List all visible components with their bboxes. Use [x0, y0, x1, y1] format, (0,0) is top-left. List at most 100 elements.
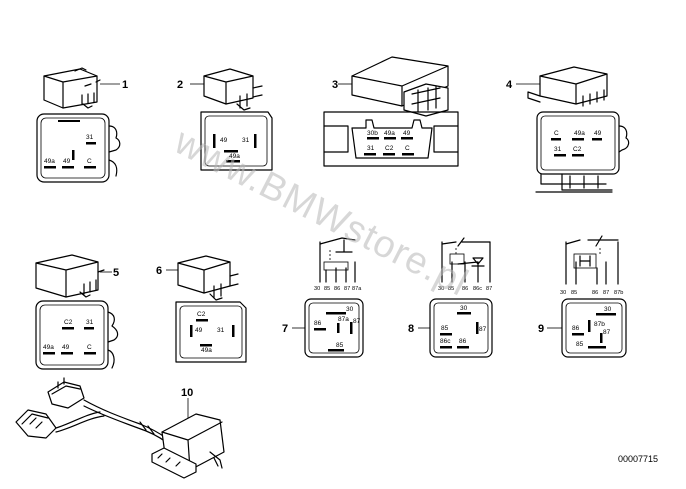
relay-9-socket: [561, 298, 627, 358]
callout-8: 8: [408, 323, 414, 335]
relay-9-schematic: [565, 235, 619, 285]
relay-8-socket-pin-86: 86: [459, 338, 467, 345]
relay-7-schematic: [319, 237, 356, 283]
relay-7-schematic-pin-86: 86: [334, 286, 340, 292]
relay-2-pin-face: [200, 111, 273, 171]
harness-cables: [55, 399, 167, 443]
relay-9-schematic-pin-87b: 87b: [614, 290, 623, 296]
relay-1-pin-face: [36, 113, 121, 183]
relay-7-schematic-pin-85: 85: [324, 286, 330, 292]
relay-2-pin-49a: 49a: [229, 153, 240, 160]
relay-7-socket-pin-30: 30: [346, 306, 354, 313]
relay-4-pin-c2: C2: [573, 146, 582, 153]
relay-8-socket-pin-86c: 86c: [440, 338, 451, 345]
harness-relay-module: [151, 413, 225, 479]
relay-7-socket-pin-87: 87: [353, 318, 361, 325]
relay-2-pin-49: 49: [220, 137, 228, 144]
relay-9-schematic-pin-86: 86: [592, 290, 598, 296]
relay-5-pin-c2: C2: [64, 319, 73, 326]
relay-6-pin-31: 31: [217, 327, 225, 334]
relay-6-pin-c2: C2: [197, 311, 206, 318]
relay-4-housing: [527, 66, 608, 107]
relay-4-pin-c: C: [554, 130, 559, 137]
relay-1[interactable]: 1 31 49a 49 C: [36, 67, 128, 183]
document-number: 00007715: [618, 454, 658, 464]
relay-3-pin-31: 31: [367, 145, 375, 152]
relay-9-socket-pin-86: 86: [572, 325, 580, 332]
relay-7-socket-pin-87a: 87a: [338, 316, 349, 323]
relay-3-pin-30b: 30b: [367, 130, 378, 137]
callout-2: 2: [177, 79, 183, 91]
relay-5-pin-face: [35, 300, 119, 370]
relay-5-pin-c: C: [87, 344, 92, 351]
callout-6: 6: [156, 265, 162, 277]
relay-9-socket-pin-85: 85: [576, 341, 584, 348]
relay-8-schematic-pin-87: 87: [486, 286, 492, 292]
relay-1-pin-49: 49: [63, 158, 71, 165]
relay-3-pin-c2: C2: [385, 145, 394, 152]
relay-9-socket-pin-87b: 87b: [594, 321, 605, 328]
relay-4-pin-49: 49: [594, 130, 602, 137]
relay-6-pin-face: [175, 301, 247, 363]
relay-1-pin-c: C: [87, 158, 92, 165]
relay-3-pin-face: [323, 111, 459, 167]
relay-7-schematic-pin-87: 87: [344, 286, 350, 292]
relay-5-pin-31: 31: [86, 319, 94, 326]
callout-5: 5: [113, 267, 119, 279]
relay-8-socket-pin-30: 30: [460, 305, 468, 312]
callout-9: 9: [538, 323, 544, 335]
relay-3-housing: [351, 56, 449, 117]
relay-6-pin-49a: 49a: [201, 347, 212, 354]
relay-4-pin-face: [535, 111, 630, 193]
relay-9-schematic-pin-85: 85: [571, 290, 577, 296]
relay-10-harness[interactable]: 10: [15, 377, 225, 479]
relay-9-socket-pin-30: 30: [604, 306, 612, 313]
relay-2-housing: [203, 68, 263, 111]
relay-1-pin-49a: 49a: [44, 158, 55, 165]
relay-7-schematic-pin-30: 30: [314, 286, 320, 292]
relay-5-pin-49: 49: [62, 344, 70, 351]
callout-10: 10: [181, 387, 193, 399]
relay-7-schematic-pin-87a: 87a: [352, 286, 362, 292]
relay-9[interactable]: 30 85 86 87 87b 9 30 86 87b 87 85: [538, 235, 627, 358]
harness-connector-upper: [47, 377, 85, 409]
relay-4-pin-31: 31: [554, 146, 562, 153]
relay-8-socket-pin-85: 85: [441, 325, 449, 332]
relay-4[interactable]: 4 C 49a 49 31 C2: [506, 66, 630, 193]
relay-2-pin-31: 31: [242, 137, 250, 144]
callout-7: 7: [282, 323, 288, 335]
relay-1-housing: [43, 67, 101, 109]
relay-1-pin-31: 31: [86, 134, 94, 141]
relay-3-pin-49a: 49a: [384, 130, 395, 137]
relay-8-schematic-pin-86: 86: [462, 286, 468, 292]
relay-3-pin-49: 49: [403, 130, 411, 137]
relay-6[interactable]: 6 C2 49 31 49a: [156, 255, 247, 363]
relay-8[interactable]: 30 85 86 86c 87 8 30 85 87 86c 86: [408, 237, 493, 358]
relay-9-socket-pin-87: 87: [603, 329, 611, 336]
relay-3-pin-c: C: [405, 145, 410, 152]
relay-6-housing: [177, 255, 239, 301]
relay-7-socket-pin-85: 85: [336, 342, 344, 349]
relay-8-schematic: [441, 237, 491, 283]
relay-5-housing: [35, 254, 105, 298]
relay-9-schematic-pin-30: 30: [560, 290, 566, 296]
relay-8-socket: [429, 298, 493, 358]
relay-7-socket: [304, 298, 364, 358]
relay-8-schematic-pin-85: 85: [448, 286, 454, 292]
relay-7[interactable]: 30 85 86 87 87a 7 30 86 87a 87 85: [282, 237, 364, 358]
harness-connector-lower: [15, 409, 57, 439]
callout-3: 3: [332, 79, 338, 91]
relay-8-schematic-pin-30: 30: [438, 286, 444, 292]
relay-2[interactable]: 2 49 31 49a: [177, 68, 273, 171]
relay-5-pin-49a: 49a: [43, 344, 54, 351]
relay-8-socket-pin-87: 87: [479, 326, 487, 333]
relay-3[interactable]: 3 30b 49a 49 31 C2 C: [323, 56, 459, 167]
relay-5[interactable]: 5 C2 31 49a 49 C: [35, 254, 119, 370]
callout-1: 1: [122, 79, 128, 91]
relay-9-schematic-pin-87: 87: [603, 290, 609, 296]
callout-4: 4: [506, 79, 513, 91]
relay-7-socket-pin-86: 86: [314, 320, 322, 327]
relay-8-schematic-pin-86c: 86c: [473, 286, 482, 292]
